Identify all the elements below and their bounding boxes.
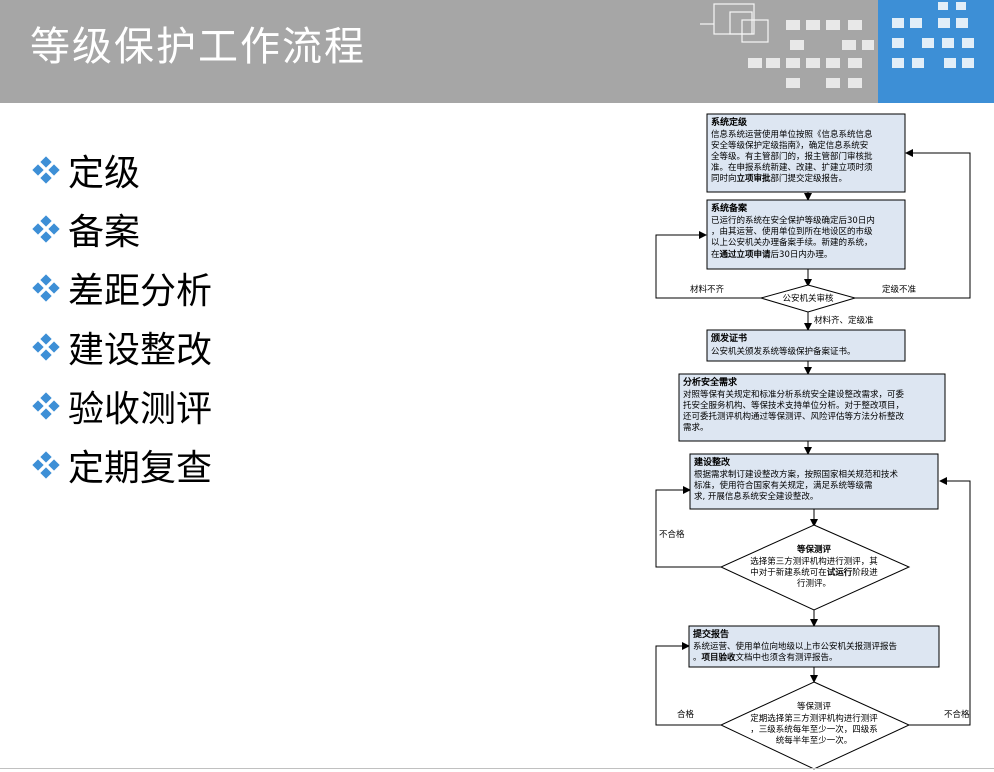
periodic-line: ，三级系统每年至少一次，四级系 [750, 724, 878, 735]
page-title: 等级保护工作流程 [30, 24, 366, 70]
assessment-title: 等保测评 [796, 544, 832, 555]
bullet-item: 备案 [32, 199, 212, 258]
bullet-text: 定期复查 [68, 447, 213, 489]
pass-label: 合格 [677, 709, 695, 720]
bullet-text: 定级 [68, 152, 141, 194]
fail-label: 不合格 [659, 529, 685, 540]
grading-line-last: 同时向立项审批部门提交定级报告。 [711, 173, 847, 184]
grading-line: 信息系统运营使用单位按照《信息系统信息 [711, 129, 873, 140]
diamond-bullet-icon [32, 155, 60, 184]
header-bar: 等级保护工作流程 [0, 0, 994, 103]
bullet-item: 定级 [32, 140, 212, 199]
bullet-text: 备案 [68, 211, 141, 253]
rectify-line: 根据需求制订建设整改方案，按照国家相关规范和技术 [694, 469, 899, 480]
assessment-line: 选择第三方测评机构进行测评，其 [750, 556, 878, 567]
rectify-box: 建设整改 根据需求制订建设整改方案，按照国家相关规范和技术 标准，使用符合国家有… [689, 453, 939, 510]
diamond-bullet-icon [32, 273, 60, 302]
bullet-item: 建设整改 [32, 317, 212, 376]
analysis-title: 分析安全需求 [683, 376, 738, 388]
analysis-box: 分析安全需求 对照等保有关规定和标准分析系统安全建设整改需求，可委 托安全服务机… [678, 373, 946, 442]
analysis-line: 对照等保有关规定和标准分析系统安全建设整改需求，可委 [683, 389, 905, 400]
bullet-text: 差距分析 [68, 270, 213, 312]
bullet-list: 定级 备案 差距分析 建设整改 验收测评 定期复查 [32, 140, 212, 494]
diamond-bullet-icon [32, 332, 60, 361]
filing-line: ，由其运营、使用单位到所在地设区的市级 [711, 226, 873, 237]
analysis-line: 需求。 [683, 422, 709, 433]
filing-title: 系统备案 [711, 202, 748, 214]
report-box: 提交报告 系统运营、使用单位向地级以上市公安机关报测评报告 。项目验收文档中也须… [688, 625, 940, 668]
incomplete-label: 材料不齐 [690, 284, 725, 295]
filing-line: 以上公安机关办理备案手续。新建的系统， [711, 237, 873, 248]
grading-line: 准。在申报系统新建、改建、扩建立项时须 [711, 162, 873, 173]
periodic-line: 定期选择第三方测评机构进行测评 [750, 713, 878, 724]
diamond-bullet-icon [32, 214, 60, 243]
grading-line: 安全等级保护定级指南》，确定信息系统安 [711, 140, 868, 151]
bullet-text: 建设整改 [68, 329, 213, 371]
analysis-line: 托安全服务机构、等保技术支持单位分析。对于整改项目， [683, 400, 904, 411]
periodic-line: 统每半年至少一次。 [776, 735, 853, 746]
police-review-diamond: 公安机关审核 [759, 284, 857, 313]
report-line-mixed: 。项目验收文档中也须含有测评报告。 [693, 652, 838, 663]
certificate-title: 颁发证书 [711, 332, 747, 344]
rectify-line: 标准，使用符合国家有关规定，满足系统等级需 [694, 480, 873, 491]
bullet-text: 验收测评 [68, 388, 213, 430]
diamond-bullet-icon [32, 450, 60, 479]
report-title: 提交报告 [693, 628, 729, 640]
assessment-diamond: 等保测评 选择第三方测评机构进行测评，其 中对于新建系统可在试运行阶段进 行测评… [719, 524, 911, 611]
analysis-line: 还可委托测评机构通过等保测评、风险评估等方法分析整改 [683, 411, 905, 422]
assessment-line: 行测评。 [797, 578, 831, 589]
assessment-line-mixed: 中对于新建系统可在试运行阶段进 [750, 567, 878, 578]
grading-box: 系统定级 信息系统运营使用单位按照《信息系统信息 安全等级保护定级指南》，确定信… [706, 113, 906, 193]
certificate-box: 颁发证书 公安机关颁发系统等级保护备案证书。 [706, 329, 906, 362]
police-review-label: 公安机关审核 [782, 293, 834, 304]
periodic-assessment-diamond: 等保测评 定期选择第三方测评机构进行测评 ，三级系统每年至少一次，四级系 统每半… [719, 681, 911, 770]
periodic-title: 等保测评 [797, 701, 832, 712]
bullet-item: 定期复查 [32, 435, 212, 494]
bullet-item: 差距分析 [32, 258, 212, 317]
filing-box: 系统备案 已运行的系统在安全保护等级确定后30日内 ，由其运营、使用单位到所在地… [706, 199, 906, 270]
grading-line: 全等级。有主管部门的，报主管部门审核批 [711, 151, 873, 162]
bullet-item: 验收测评 [32, 376, 212, 435]
grade-reject-label: 定级不准 [882, 284, 917, 295]
decorative-squares [700, 0, 994, 103]
grading-title: 系统定级 [711, 116, 748, 128]
rectify-line: 求, 开展信息系统安全建设整改。 [694, 491, 818, 502]
certificate-line: 公安机关颁发系统等级保护备案证书。 [711, 346, 856, 357]
diamond-bullet-icon [32, 391, 60, 420]
footer-divider [0, 768, 994, 769]
rectify-title: 建设整改 [694, 456, 731, 468]
report-line: 系统运营、使用单位向地级以上市公安机关报测评报告 [693, 641, 897, 652]
fail-label-2: 不合格 [944, 709, 970, 720]
filing-line-last: 在通过立项申请后30日内办理。 [711, 249, 832, 260]
approved-label: 材料齐、定级准 [814, 315, 874, 326]
filing-line: 已运行的系统在安全保护等级确定后30日内 [711, 215, 875, 226]
